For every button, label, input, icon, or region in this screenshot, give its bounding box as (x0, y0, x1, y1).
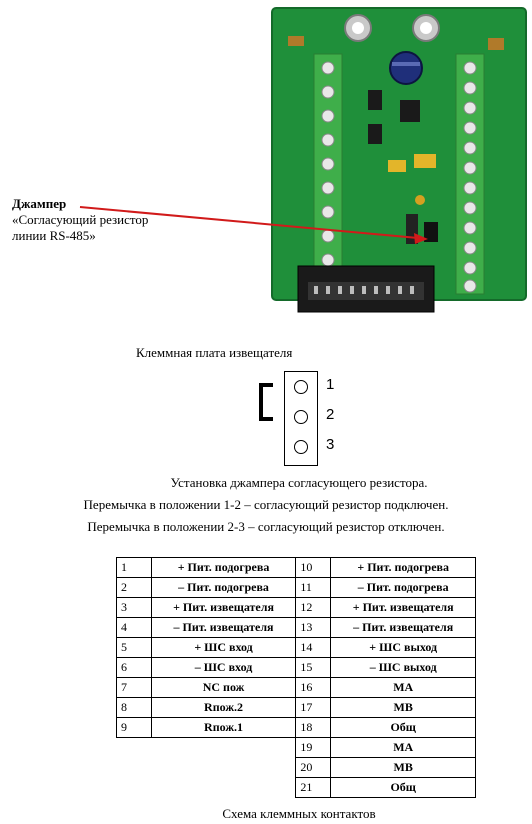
contact-label-right: МВ (330, 697, 476, 718)
contact-label-left (151, 758, 296, 778)
contact-number-right: 17 (295, 697, 332, 718)
contact-label-right: + ШС выход (330, 637, 476, 658)
pin-label-2: 2 (326, 406, 335, 423)
annotation-line-2: линии RS-485» (12, 228, 96, 243)
contact-number-right: 12 (295, 597, 332, 618)
annotation-line-1: «Согласующий резистор (12, 212, 149, 227)
pin-label-3: 3 (326, 436, 335, 453)
jumper-bracket (259, 383, 273, 421)
contact-number-right: 16 (295, 677, 332, 698)
contact-label-left (151, 778, 296, 798)
contact-number-left (117, 758, 152, 778)
contact-number-left: 2 (116, 577, 152, 598)
contact-number-left: 6 (116, 657, 152, 678)
contact-number-right: 15 (295, 657, 332, 678)
contact-number-right: 11 (295, 577, 332, 598)
contact-label-right: + Пит. извещателя (330, 597, 476, 618)
contact-label-right: МА (330, 737, 476, 758)
pin-label-1: 1 (326, 376, 335, 393)
contact-label-left: – Пит. подогрева (150, 577, 297, 598)
contact-label-right: + Пит. подогрева (330, 557, 476, 578)
contact-label-left: – Пит. извещателя (150, 617, 297, 638)
pin-3 (294, 440, 308, 454)
jumper-annotation: Джампер «Согласующий резистор линии RS-4… (12, 196, 148, 244)
contact-number-right: 20 (295, 757, 332, 778)
contact-label-right: МВ (330, 757, 476, 778)
contact-number-left: 8 (116, 697, 152, 718)
contact-label-left: + ШС вход (150, 637, 297, 658)
contact-number-left (117, 778, 152, 798)
contact-label-left (151, 738, 296, 758)
contact-label-left: – ШС вход (150, 657, 297, 678)
contact-number-right: 21 (295, 777, 332, 798)
contact-number-left: 4 (116, 617, 152, 638)
annotation-title: Джампер (12, 196, 67, 211)
jumper-caption-title: Установка джампера согласующего резистор… (170, 475, 428, 490)
contact-label-left: NC пож (150, 677, 297, 698)
contact-label-right: – Пит. извещателя (330, 617, 476, 638)
contact-label-right: – ШС выход (330, 657, 476, 678)
contact-label-right: Общ (330, 717, 476, 738)
contact-label-right: МА (330, 677, 476, 698)
contact-number-left: 3 (116, 597, 152, 618)
jumper-caption-23: Перемычка в положении 2-3 – согласующий … (87, 519, 445, 534)
contact-number-right: 13 (295, 617, 332, 638)
contact-number-left: 7 (116, 677, 152, 698)
contact-number-left: 9 (116, 717, 152, 738)
pin-1 (294, 380, 308, 394)
contact-label-left: Rпож.1 (150, 717, 297, 738)
contact-number-right: 14 (295, 637, 332, 658)
board-caption: Клеммная плата извещателя (136, 345, 293, 360)
contact-number-right: 10 (295, 557, 332, 578)
jumper-caption-12: Перемычка в положении 1-2 – согласующий … (83, 497, 449, 512)
terminal-board-photo (271, 7, 527, 313)
contact-number-left (117, 738, 152, 758)
contact-label-right: Общ (330, 777, 476, 798)
contact-number-right: 18 (295, 717, 332, 738)
contact-label-right: – Пит. подогрева (330, 577, 476, 598)
table-caption: Схема клеммных контактов (222, 806, 376, 821)
contact-number-left: 1 (116, 557, 152, 578)
contact-label-left: + Пит. подогрева (150, 557, 297, 578)
annotation-arrow (79, 206, 428, 244)
contact-label-left: + Пит. извещателя (150, 597, 297, 618)
jumper-pin-header (284, 371, 318, 466)
contact-number-right: 19 (295, 737, 332, 758)
pin-2 (294, 410, 308, 424)
contact-number-left: 5 (116, 637, 152, 658)
contact-label-left: Rпож.2 (150, 697, 297, 718)
